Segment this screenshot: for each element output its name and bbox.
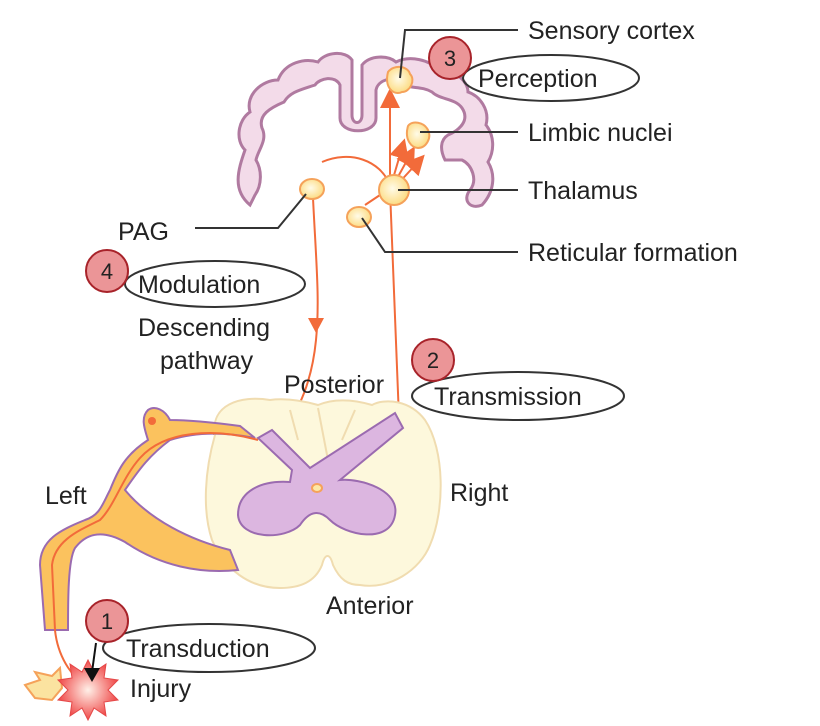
stage-number: 4	[101, 259, 113, 284]
reticular-nucleus	[346, 206, 372, 228]
stage-number: 2	[427, 348, 439, 373]
stage-number: 1	[101, 609, 113, 634]
stage-oval	[124, 260, 306, 308]
label-descending-2: pathway	[160, 347, 254, 375]
label-reticular-formation: Reticular formation	[528, 239, 738, 267]
limbic-nucleus	[406, 121, 431, 150]
label-thalamus: Thalamus	[528, 177, 638, 205]
central-canal	[311, 483, 323, 493]
stage-oval	[102, 623, 316, 673]
label-posterior: Posterior	[284, 371, 384, 399]
injury-site	[23, 642, 120, 722]
label-sensory-cortex: Sensory cortex	[528, 17, 695, 45]
stage-badge	[85, 599, 129, 643]
stage-modulation: 4 Modulation	[85, 249, 306, 308]
leader-lines	[195, 29, 518, 253]
stage-badge	[411, 338, 455, 382]
stage-transduction: 1 Transduction	[85, 599, 316, 673]
spinal-cord	[204, 397, 442, 590]
label-anterior: Anterior	[326, 592, 414, 620]
stage-name: Transduction	[126, 635, 270, 663]
label-descending-1: Descending	[138, 314, 270, 342]
stage-name: Transmission	[434, 383, 582, 411]
label-injury: Injury	[130, 675, 192, 703]
grey-matter	[236, 411, 405, 537]
label-right: Right	[450, 479, 508, 507]
brain-cortex	[236, 52, 495, 208]
stage-badge	[428, 36, 472, 80]
stage-oval	[462, 54, 640, 102]
stage-oval	[411, 371, 625, 421]
nuclei	[299, 66, 431, 228]
stage-number: 3	[444, 46, 456, 71]
label-pag: PAG	[118, 218, 169, 246]
stage-badge	[85, 249, 129, 293]
label-left: Left	[45, 482, 87, 510]
stage-transmission: 2 Transmission	[411, 338, 625, 421]
label-limbic-nuclei: Limbic nuclei	[528, 119, 673, 147]
stage-name: Modulation	[138, 271, 260, 299]
stage-name: Perception	[478, 65, 598, 93]
stage-perception: 3 Perception	[428, 36, 640, 102]
